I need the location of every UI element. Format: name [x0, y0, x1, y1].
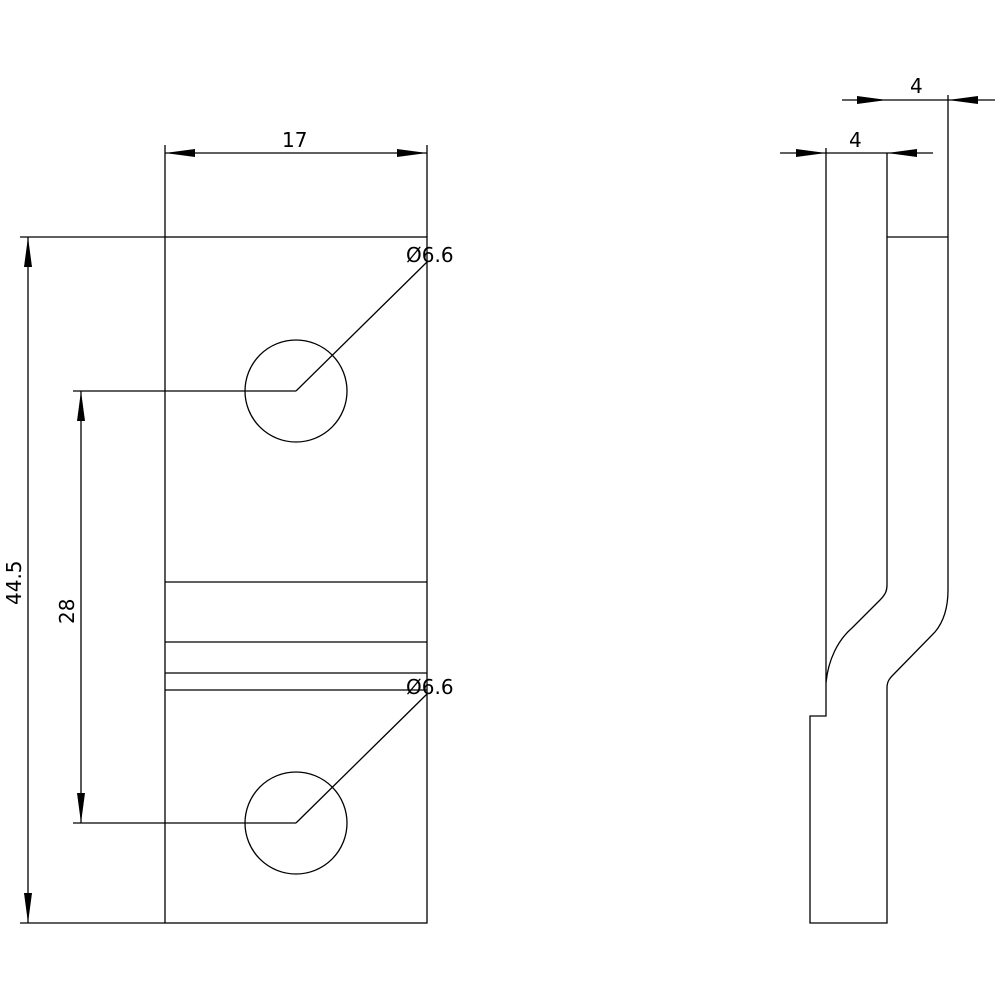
height-dimension: 44.5 [2, 236, 165, 924]
width-dimension: 17 [164, 128, 428, 237]
hole-leader-bottom [295, 693, 428, 824]
thickness-dimension-top: 4 [842, 74, 995, 104]
hole-bottom-label: Ø6.6 [406, 675, 454, 699]
part-outline [164, 236, 428, 924]
hole-leader-top [295, 261, 428, 392]
thickness-dimension-bottom: 4 [780, 128, 933, 157]
side-profile-outer [809, 95, 949, 924]
front-view: 17 44.5 28 Ø6.6 Ø6.6 [2, 128, 454, 924]
hole-spacing-dimension: 28 [55, 390, 296, 824]
hole-top-label: Ø6.6 [406, 243, 454, 267]
width-label: 17 [282, 128, 307, 152]
hole-spacing-label: 28 [55, 599, 79, 624]
thickness-top-label: 4 [910, 74, 923, 98]
side-view: 4 4 [780, 74, 995, 924]
height-label: 44.5 [2, 560, 26, 605]
thickness-bottom-label: 4 [849, 128, 862, 152]
side-profile-inner [825, 148, 888, 684]
